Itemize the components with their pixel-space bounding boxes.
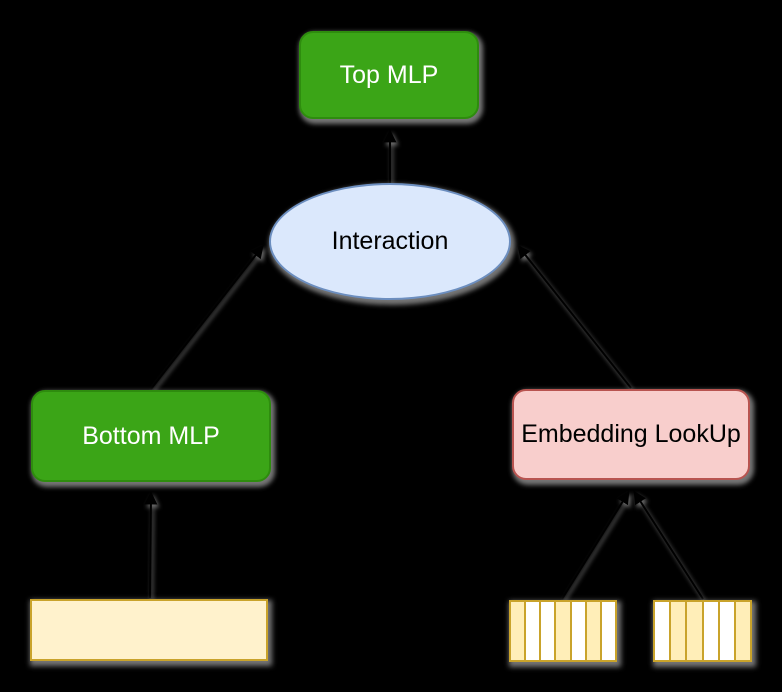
edge-embedding-to-interaction bbox=[517, 244, 632, 389]
vector-cell bbox=[511, 602, 525, 660]
interaction-node: Interaction bbox=[269, 183, 511, 300]
vector-cell bbox=[654, 602, 670, 660]
bottom-mlp-node: Bottom MLP bbox=[31, 390, 271, 482]
edge-sparse2-to-embedding bbox=[633, 490, 704, 600]
vector-cell bbox=[554, 602, 570, 660]
vector-cell bbox=[524, 602, 540, 660]
vector-cell bbox=[584, 602, 600, 660]
interaction-label: Interaction bbox=[331, 227, 449, 255]
vector-cell bbox=[569, 602, 585, 660]
bottom-mlp-label: Bottom MLP bbox=[82, 421, 220, 450]
dense-input-vector bbox=[30, 599, 268, 661]
vector-cell bbox=[701, 602, 718, 660]
vector-cell bbox=[733, 602, 751, 660]
vector-cell bbox=[669, 602, 686, 660]
sparse-input-vector-2 bbox=[653, 600, 752, 662]
embedding-lookup-label: Embedding LookUp bbox=[521, 420, 741, 448]
edge-dense-input-to-bottom-mlp bbox=[144, 491, 158, 599]
edge-sparse1-to-embedding bbox=[561, 490, 630, 600]
vector-cell bbox=[539, 602, 555, 660]
sparse-input-vector-1 bbox=[509, 600, 617, 662]
top-mlp-node: Top MLP bbox=[299, 31, 479, 119]
vector-cell bbox=[685, 602, 702, 660]
vector-cell bbox=[717, 602, 734, 660]
embedding-lookup-node: Embedding LookUp bbox=[512, 389, 750, 480]
top-mlp-label: Top MLP bbox=[339, 60, 439, 89]
edge-bottom-mlp-to-interaction bbox=[150, 244, 264, 390]
vector-cell bbox=[599, 602, 615, 660]
